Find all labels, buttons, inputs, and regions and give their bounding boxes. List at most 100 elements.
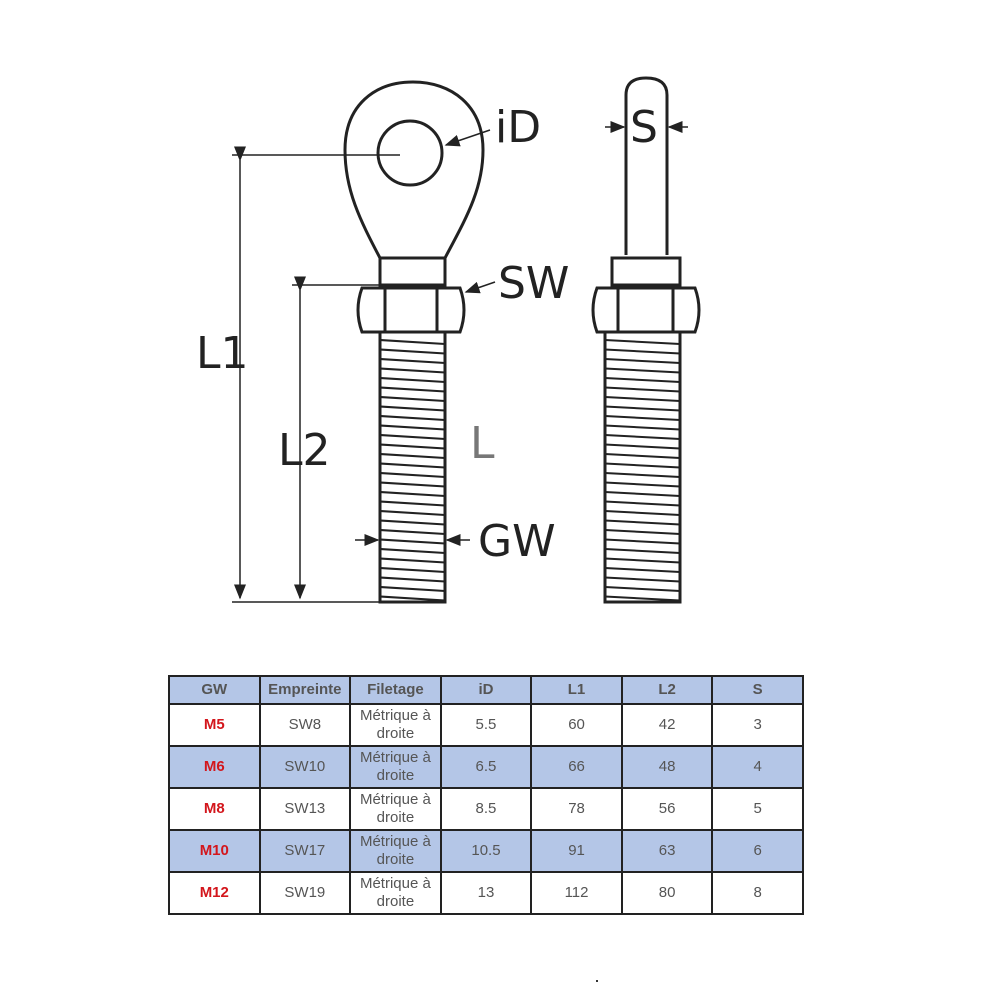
column-header: Empreinte xyxy=(258,675,352,705)
table-cell: 8.5 xyxy=(439,787,533,831)
thread-line xyxy=(379,500,446,507)
column-header: L2 xyxy=(620,675,714,705)
thread-line xyxy=(379,472,446,478)
thread-line xyxy=(379,595,446,602)
thread-line xyxy=(379,557,446,564)
table-cell: 112 xyxy=(530,871,623,915)
thread-line xyxy=(379,529,446,535)
thread-line xyxy=(379,586,446,592)
thread-line xyxy=(379,339,446,345)
table-cell: Métrique à droite xyxy=(349,703,442,747)
column-header: GW xyxy=(168,675,261,705)
thread-line xyxy=(379,367,446,374)
thread-line xyxy=(604,567,681,573)
table-cell: M5 xyxy=(168,703,261,747)
thread-line xyxy=(379,576,446,583)
table-cell: SW19 xyxy=(258,871,352,915)
thread-line xyxy=(604,405,681,412)
thread-line xyxy=(604,481,681,488)
table-cell: M8 xyxy=(168,787,261,831)
thread-line xyxy=(379,510,446,516)
thread-line xyxy=(604,548,681,554)
column-header: Filetage xyxy=(349,675,442,705)
thread-line xyxy=(379,434,446,440)
table-cell: 42 xyxy=(620,703,714,747)
column-header: L1 xyxy=(530,675,623,705)
thread-line xyxy=(604,510,681,516)
thread-line xyxy=(604,424,681,431)
label-l1: L1 xyxy=(196,328,249,379)
thread-line xyxy=(379,548,446,554)
thread-line xyxy=(379,396,446,402)
table-cell: M6 xyxy=(168,745,261,789)
thread-line xyxy=(604,557,681,564)
thread-line xyxy=(604,538,681,545)
thread-line xyxy=(604,462,681,469)
thread-line xyxy=(604,386,681,393)
thread-line xyxy=(604,576,681,583)
table-cell: 8 xyxy=(711,871,804,915)
thread-line xyxy=(604,434,681,440)
thread-line xyxy=(379,377,446,383)
label-sw: SW xyxy=(498,258,569,309)
table-cell: Métrique à droite xyxy=(349,829,442,873)
thread-lines xyxy=(379,339,446,602)
column-header: S xyxy=(711,675,804,705)
thread-line xyxy=(604,367,681,374)
thread-line xyxy=(604,377,681,383)
thread-line xyxy=(379,358,446,364)
table-cell: 78 xyxy=(530,787,623,831)
thread-line xyxy=(604,500,681,507)
thread-line xyxy=(379,348,446,355)
table-cell: 80 xyxy=(620,871,714,915)
table-cell: SW8 xyxy=(258,703,352,747)
thread-line xyxy=(379,519,446,526)
table-cell: 10.5 xyxy=(439,829,533,873)
thread-line xyxy=(604,415,681,421)
label-id: iD xyxy=(495,102,541,153)
table-cell: 66 xyxy=(530,745,623,789)
table-cell: 13 xyxy=(439,871,533,915)
thread-line xyxy=(604,472,681,478)
table-cell: SW10 xyxy=(258,745,352,789)
front-view xyxy=(343,80,485,604)
stray-dot xyxy=(596,980,598,982)
eye-outline xyxy=(343,80,485,260)
table-cell: 6 xyxy=(711,829,804,873)
eye-bolt-diagram: iD S SW L1 L2 L GW xyxy=(196,76,701,604)
thread-line xyxy=(379,424,446,431)
table-cell: 6.5 xyxy=(439,745,533,789)
thread-line xyxy=(604,443,681,450)
thread-line xyxy=(604,348,681,355)
thread-line xyxy=(379,567,446,573)
collar xyxy=(378,256,447,287)
thread-line xyxy=(604,529,681,535)
thread-line xyxy=(379,405,446,412)
thread-line xyxy=(604,339,681,345)
table-cell: 56 xyxy=(620,787,714,831)
thread-line xyxy=(604,396,681,402)
table-cell: Métrique à droite xyxy=(349,871,442,915)
thread-line xyxy=(604,358,681,364)
thread-line xyxy=(604,595,681,602)
table-cell: 3 xyxy=(711,703,804,747)
thread-line xyxy=(379,481,446,488)
table-cell: SW17 xyxy=(258,829,352,873)
table-cell: 4 xyxy=(711,745,804,789)
table-cell: 5 xyxy=(711,787,804,831)
table-cell: 91 xyxy=(530,829,623,873)
label-gw: GW xyxy=(478,516,556,567)
thread-line xyxy=(379,462,446,469)
label-s: S xyxy=(630,102,658,153)
thread-line xyxy=(604,491,681,497)
thread-lines xyxy=(604,339,681,602)
table-cell: 5.5 xyxy=(439,703,533,747)
table-cell: Métrique à droite xyxy=(349,745,442,789)
table-cell: SW13 xyxy=(258,787,352,831)
label-l: L xyxy=(470,418,495,469)
